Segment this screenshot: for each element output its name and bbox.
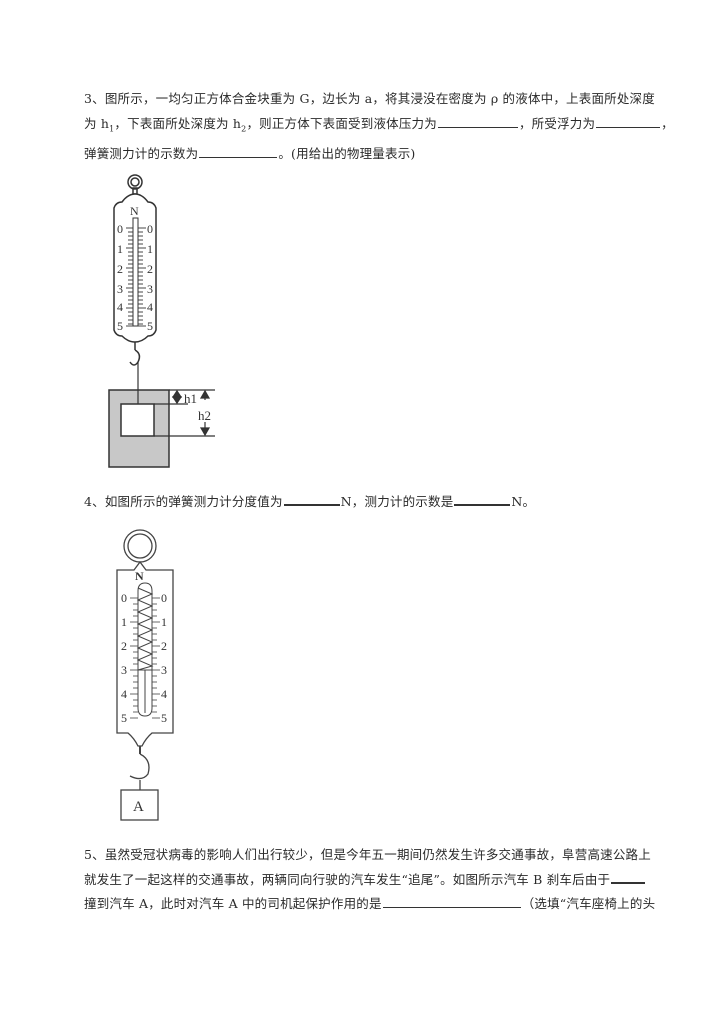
svg-text:4: 4 — [121, 687, 127, 701]
question-number: 3、 — [84, 91, 105, 106]
q4-text-b: N，测力计的示数是 — [340, 494, 454, 509]
answer-blank-pressure[interactable] — [437, 113, 518, 128]
scale-ticks — [130, 597, 160, 719]
svg-text:2: 2 — [121, 639, 127, 653]
block-a-label: A — [133, 799, 144, 815]
q5-line-3: 撞到汽车 A，此时对汽车 A 中的司机起保护作用的是 （选填“汽车座椅上的头 — [84, 892, 684, 917]
svg-text:3: 3 — [121, 663, 127, 677]
q5-line-2: 就发生了一起这样的交通事故，两辆同向行驶的汽车发生“追尾”。如图所示汽车 B 刹… — [84, 868, 684, 893]
q4-text-c: N。 — [511, 494, 536, 509]
svg-text:3: 3 — [161, 663, 167, 677]
svg-text:5: 5 — [147, 319, 153, 333]
q5-line3-a: 撞到汽车 A，此时对汽车 A 中的司机起保护作用的是 — [84, 896, 382, 911]
block-a — [120, 789, 159, 821]
svg-text:4: 4 — [147, 300, 153, 314]
svg-text:1: 1 — [117, 242, 123, 256]
h2-label: h2 — [198, 408, 211, 423]
svg-text:3: 3 — [147, 282, 153, 296]
q5-line-1: 5、虽然受冠状病毒的影响人们出行较少，但是今年五一期间仍然发生许多交通事故，阜营… — [84, 843, 684, 868]
svg-text:4: 4 — [117, 300, 123, 314]
svg-text:5: 5 — [121, 711, 127, 725]
question-5-text: 5、虽然受冠状病毒的影响人们出行较少，但是今年五一期间仍然发生许多交通事故，阜营… — [84, 843, 684, 917]
spring-coil — [136, 587, 154, 671]
answer-blank-protection[interactable] — [382, 893, 521, 908]
answer-blank-buoyancy[interactable] — [596, 113, 661, 128]
unit-label-N: N — [135, 569, 144, 583]
hanging-ring-icon — [127, 174, 143, 195]
svg-text:1: 1 — [161, 615, 167, 629]
scale-ticks — [126, 227, 146, 327]
svg-text:1: 1 — [121, 615, 127, 629]
h1-subscript: 1 — [109, 124, 115, 133]
svg-text:0: 0 — [117, 222, 123, 236]
submerged-cube — [120, 403, 155, 437]
hook-icon — [129, 746, 150, 790]
q3-line3-a: 弹簧测力计的示数为 — [84, 145, 199, 161]
q5-line1-text: 虽然受冠状病毒的影响人们出行较少，但是今年五一期间仍然发生许多交通事故，阜营高速… — [104, 847, 651, 862]
q3-line1-text: 图所示，一均匀正方体合金块重为 G，边长为 a，将其浸没在密度为 ρ 的液体中，… — [104, 91, 655, 106]
scale-labels: 0 0 1 1 2 2 3 3 4 4 5 5 — [121, 591, 167, 725]
answer-blank-inertia[interactable] — [611, 868, 646, 884]
question-number: 5、 — [84, 847, 105, 862]
svg-text:0: 0 — [147, 222, 153, 236]
h1-label: h1 — [184, 391, 197, 406]
svg-text:2: 2 — [161, 639, 167, 653]
q5-line3-b: （选填“汽车座椅上的头 — [521, 896, 656, 911]
question-4-text: 4、如图所示的弹簧测力计分度值为 N，测力计的示数是 N。 — [84, 490, 684, 515]
q4-spring-balance-figure: N 0 0 1 1 2 2 3 3 4 4 5 5 — [116, 529, 174, 821]
q3-line2-a: 为 h — [84, 115, 110, 131]
q4-text-a: 如图所示的弹簧测力计分度值为 — [104, 494, 283, 509]
scale-labels: 0 0 1 1 2 2 3 3 4 4 5 5 — [117, 222, 153, 333]
q3-line2-d: ，所受浮力为 — [518, 115, 596, 131]
q3-line-1: 3、图所示，一均匀正方体合金块重为 G，边长为 a，将其浸没在密度为 ρ 的液体… — [84, 87, 684, 112]
hook-icon — [129, 342, 141, 366]
unit-label-N: N — [130, 204, 139, 218]
q3-line2-c: ，则正方体下表面受到液体压力为 — [246, 115, 437, 131]
svg-text:1: 1 — [147, 242, 153, 256]
svg-text:2: 2 — [117, 262, 123, 276]
question-3-text: 3、图所示，一均匀正方体合金块重为 G，边长为 a，将其浸没在密度为 ρ 的液体… — [84, 87, 684, 166]
svg-text:2: 2 — [147, 262, 153, 276]
q3-line-3: 弹簧测力计的示数为 。(用给出的物理量表示) — [84, 142, 684, 167]
h2-subscript: 2 — [241, 124, 247, 133]
svg-text:5: 5 — [117, 319, 123, 333]
answer-blank-reading[interactable] — [199, 143, 278, 158]
hanging-ring-icon — [123, 529, 157, 563]
answer-blank-reading[interactable] — [454, 490, 511, 506]
q3-line-2: 为 h1，下表面所处深度为 h2，则正方体下表面受到液体压力为 ，所受浮力为 ， — [84, 112, 684, 142]
svg-text:0: 0 — [161, 591, 167, 605]
svg-text:3: 3 — [117, 282, 123, 296]
q3-line2-b: ，下表面所处深度为 h — [114, 115, 242, 131]
svg-text:5: 5 — [161, 711, 167, 725]
q3-spring-balance-figure: N 0 0 1 1 2 2 3 3 4 4 5 5 — [108, 174, 215, 468]
svg-text:0: 0 — [121, 591, 127, 605]
q3-line3-b: 。(用给出的物理量表示) — [278, 145, 416, 161]
svg-text:4: 4 — [161, 687, 167, 701]
q3-line2-e: ， — [661, 115, 674, 131]
question-number: 4、 — [84, 494, 105, 509]
depth-markers — [154, 389, 215, 437]
answer-blank-division[interactable] — [283, 490, 340, 506]
q5-line2-text: 就发生了一起这样的交通事故，两辆同向行驶的汽车发生“追尾”。如图所示汽车 B 刹… — [84, 871, 611, 887]
